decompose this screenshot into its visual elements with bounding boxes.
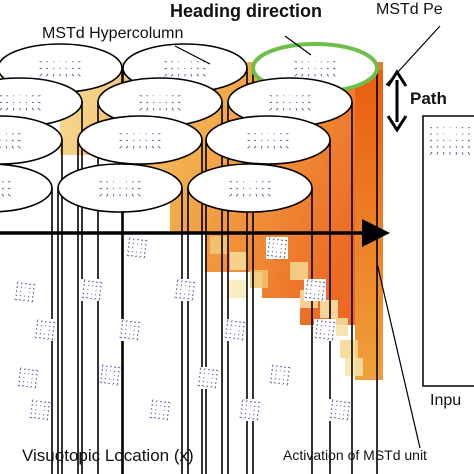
hypercolumn-label: MSTd Hypercolumn — [42, 25, 184, 42]
spiral-flow-glyph — [269, 364, 291, 386]
spiral-flow-glyph — [239, 399, 261, 421]
flow-field-glyph — [39, 61, 81, 77]
spiral-flow-glyph — [81, 279, 103, 301]
peak-pointer — [385, 25, 441, 86]
flow-field-glyph — [0, 133, 21, 149]
spiral-flow-glyph — [197, 367, 219, 389]
spiral-flow-glyph — [14, 281, 36, 303]
spiral-flow-glyph — [224, 319, 246, 341]
spiral-flow-glyph — [29, 399, 51, 421]
input-flow-field — [429, 127, 471, 155]
spiral-flow-glyph — [329, 399, 351, 421]
path-arrow — [386, 69, 408, 133]
spiral-flow-glyph — [99, 364, 121, 386]
hypercolumn-pointer — [174, 45, 211, 65]
heading-direction-label: Heading direction — [170, 1, 323, 21]
spiral-flow-glyph — [17, 367, 39, 389]
spiral-flow-glyph — [149, 399, 171, 421]
visuotopic-location-label: Visuotopic Location (x) — [22, 446, 194, 465]
activation-cell — [290, 262, 308, 280]
activation-cell — [228, 280, 246, 298]
flow-field-glyph — [119, 133, 161, 149]
flow-field-glyph — [164, 61, 206, 77]
flow-field-glyph — [294, 61, 336, 77]
path-label: Path — [410, 89, 447, 108]
hypercolumn-top — [0, 163, 53, 213]
spiral-flow-glyph — [119, 319, 141, 341]
hypercolumn — [187, 163, 313, 474]
flow-field-glyph — [229, 181, 271, 197]
flow-field-glyph — [247, 133, 289, 149]
flow-field-glyph — [1, 181, 11, 197]
input-label: Inpu — [430, 392, 462, 409]
vector-field-glyphs — [14, 237, 351, 421]
flow-field-glyph — [0, 95, 41, 111]
hypercolumn — [97, 77, 223, 474]
input-panel — [422, 115, 474, 387]
activation-cell — [230, 252, 248, 270]
activation-cell — [250, 270, 268, 288]
spiral-flow-glyph — [266, 237, 288, 259]
hypercolumn-top — [0, 115, 63, 165]
activation-cell — [210, 236, 228, 254]
activation-pointer — [376, 262, 421, 449]
flow-field-glyph — [269, 95, 311, 111]
hypercolumn — [227, 77, 353, 474]
peak-label: MSTd Pe — [376, 1, 443, 18]
heading-pointer — [284, 35, 312, 56]
flow-field-glyph — [99, 181, 141, 197]
activation-cell — [340, 340, 358, 358]
hypercolumn-grid — [0, 42, 379, 474]
spiral-flow-glyph — [314, 319, 336, 341]
flow-field-glyph — [139, 95, 181, 111]
activation-peak-column — [355, 70, 383, 380]
activation-cell — [320, 300, 338, 318]
spiral-flow-glyph — [34, 319, 56, 341]
hypercolumn — [57, 163, 183, 474]
spiral-flow-glyph — [126, 237, 148, 259]
spiral-flow-glyph — [304, 279, 326, 301]
spiral-flow-glyph — [174, 279, 196, 301]
activation-label: Activation of MSTd unit — [283, 447, 427, 463]
activation-cell — [345, 358, 363, 376]
